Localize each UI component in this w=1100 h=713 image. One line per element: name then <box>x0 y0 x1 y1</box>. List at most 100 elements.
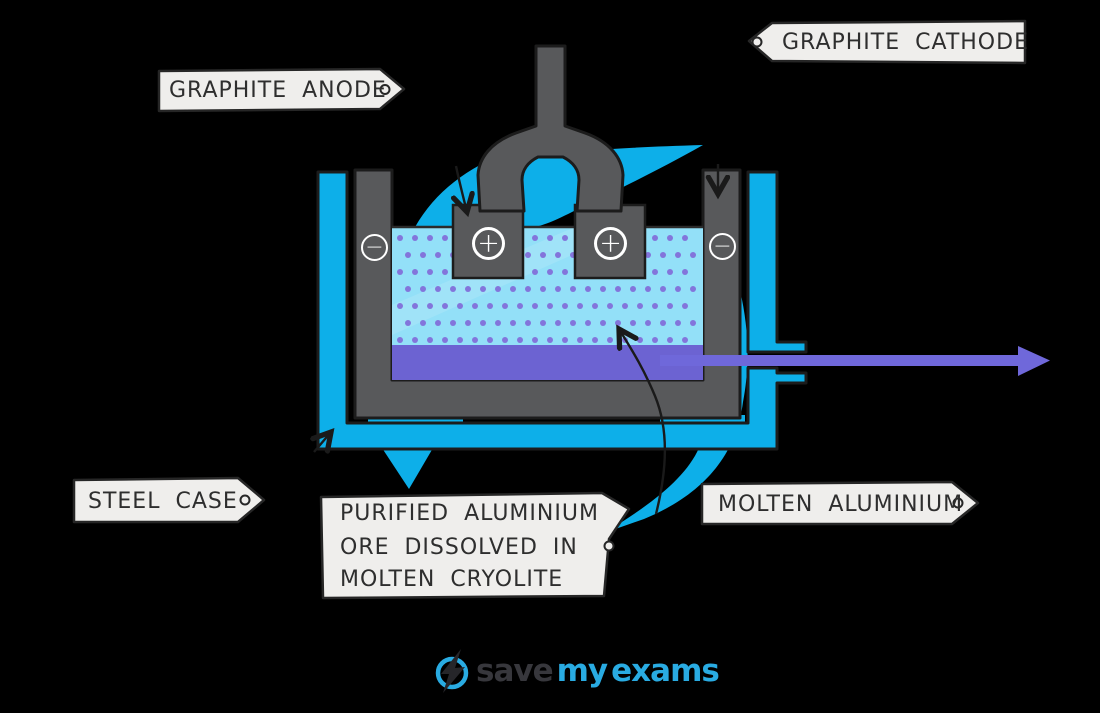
electrolyte-dot <box>577 303 583 309</box>
electrolyte-dot <box>457 337 463 343</box>
electrolyte-dot <box>682 235 688 241</box>
ore-pointer-arrow <box>619 329 667 515</box>
electrolyte-dot <box>562 303 568 309</box>
electrolyte-dot <box>427 269 433 275</box>
steel-case <box>316 170 808 451</box>
electrolyte-dot <box>630 286 636 292</box>
electrolyte-dot <box>412 269 418 275</box>
tag-shape <box>747 19 1027 65</box>
label-graphite-cathode: GRAPHITE CATHODE <box>747 19 1029 65</box>
electrolyte-dot <box>600 286 606 292</box>
electrolyte-dot <box>637 337 643 343</box>
electrolyte-dot <box>540 252 546 258</box>
electrolyte-dot <box>405 320 411 326</box>
label-graphite-cathode-text: GRAPHITE CATHODE <box>782 30 1029 55</box>
electrolyte-dot <box>562 269 568 275</box>
electrolyte-dot <box>412 235 418 241</box>
label-purified-ore-line1: PURIFIED ALUMINIUM <box>340 501 599 526</box>
electrolyte-dot <box>450 320 456 326</box>
electrolyte-dot <box>397 269 403 275</box>
tag-shape <box>157 67 406 113</box>
logo-my-text: my <box>556 653 609 689</box>
swoosh-right-crescent <box>604 290 748 533</box>
electrolyte-dot <box>540 320 546 326</box>
electrolyte-dot <box>585 286 591 292</box>
electrolyte-dot <box>412 337 418 343</box>
logo-exams-text: exams <box>611 653 720 689</box>
electrolyte-dot <box>607 337 613 343</box>
electrolyte-dot <box>427 235 433 241</box>
electrolyte-dot <box>682 337 688 343</box>
electrolyte-dot <box>660 286 666 292</box>
electrolyte-dot <box>532 303 538 309</box>
molten-aluminium-layer <box>392 345 703 380</box>
anode-support-yoke <box>476 44 625 213</box>
steel-case-right-upper <box>746 170 808 354</box>
lightning-bolt-icon <box>435 649 469 693</box>
electrolyte-dot <box>517 337 523 343</box>
electrolyte-dot <box>397 337 403 343</box>
electrolyte-dot <box>585 320 591 326</box>
electrolyte-dot <box>525 320 531 326</box>
anode-plus-symbol-right: + <box>594 227 627 260</box>
electrolyte-dot <box>487 303 493 309</box>
electrolyte-dot <box>652 269 658 275</box>
electrolyte-dot <box>532 337 538 343</box>
electrolyte-dot <box>525 252 531 258</box>
tag-hole-icon <box>751 36 763 48</box>
tag-shape <box>72 476 266 524</box>
electrolyte-dot <box>622 303 628 309</box>
electrolyte-dot <box>427 337 433 343</box>
tap-pipe <box>660 355 1022 366</box>
cathode-minus-symbol-right: − <box>709 233 736 260</box>
electrolyte-dot <box>532 235 538 241</box>
electrolyte-dot <box>465 286 471 292</box>
steel-case-body <box>316 170 808 451</box>
electrolyte-dot <box>675 320 681 326</box>
electrolyte-dot <box>667 269 673 275</box>
label-molten-aluminium-text: MOLTEN ALUMINIUM <box>718 492 963 517</box>
electrolyte-dot <box>442 269 448 275</box>
electrolyte-dot <box>405 286 411 292</box>
electrolyte-dot <box>420 320 426 326</box>
electrolyte-dot <box>480 320 486 326</box>
swoosh-bottom-tip <box>382 448 433 489</box>
electrolyte-dot <box>472 303 478 309</box>
electrolyte-dot <box>592 303 598 309</box>
electrolyte-dot <box>645 320 651 326</box>
logo-save-text: save <box>476 653 554 689</box>
electrolyte-dot <box>652 303 658 309</box>
electrolyte-dot <box>397 235 403 241</box>
electrolyte-dot <box>630 320 636 326</box>
electrolyte-dot <box>442 337 448 343</box>
electrolyte-dot <box>592 337 598 343</box>
electrolyte-dot <box>427 303 433 309</box>
electrolyte-dot <box>562 337 568 343</box>
electrolyte-dot <box>667 235 673 241</box>
electrolyte-dot <box>547 303 553 309</box>
savemyexams-logo: save my exams <box>433 648 720 694</box>
label-purified-ore: PURIFIED ALUMINIUM ORE DISSOLVED IN MOLT… <box>319 491 631 600</box>
molten-aluminium-tap <box>660 346 1050 376</box>
electrolyte-dot <box>675 286 681 292</box>
electrolyte-dot <box>645 286 651 292</box>
electrolyte-dot <box>435 286 441 292</box>
tap-arrowhead <box>1018 346 1050 376</box>
label-graphite-anode-text: GRAPHITE ANODE <box>169 78 387 103</box>
electrolyte-dot <box>547 235 553 241</box>
electrolyte-dot <box>495 286 501 292</box>
electrolyte-dot <box>540 286 546 292</box>
electrolyte-dot <box>442 303 448 309</box>
electrolyte-dot <box>457 303 463 309</box>
electrolyte-dot <box>472 337 478 343</box>
electrolyte-dot <box>435 320 441 326</box>
tag-hole-icon <box>239 494 251 506</box>
electrolyte-dot <box>660 252 666 258</box>
tag-shape <box>700 480 980 526</box>
electrolyte-dot <box>607 303 613 309</box>
electrolyte-fill <box>392 227 703 345</box>
electrolyte-dot <box>570 286 576 292</box>
tag-hole-icon <box>952 497 964 509</box>
electrolyte-dot <box>667 337 673 343</box>
